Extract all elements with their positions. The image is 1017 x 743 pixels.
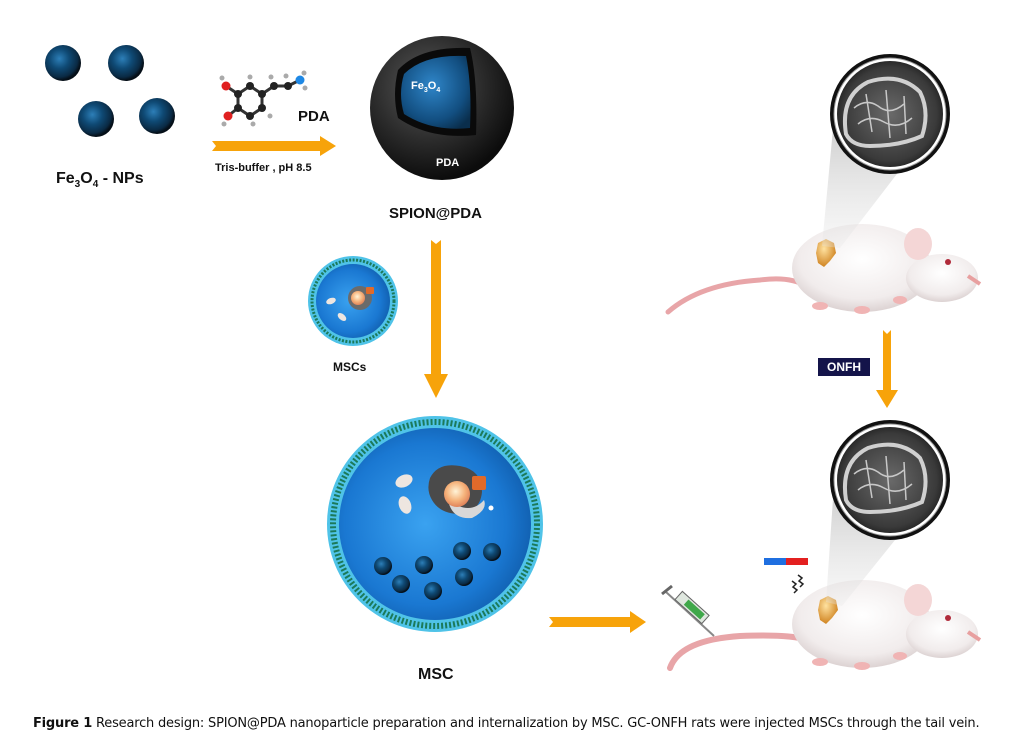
pda-molecule-icon	[219, 70, 308, 127]
spion-pda-particle	[370, 36, 514, 180]
onfh-arrow	[876, 330, 898, 408]
mitochondrion	[398, 496, 412, 514]
nanoparticle	[78, 101, 114, 137]
mitochondrion	[395, 474, 413, 488]
magnet-icon	[764, 558, 808, 565]
reaction-condition-label: Tris-buffer , pH 8.5	[215, 162, 312, 174]
rat-top	[665, 54, 982, 315]
injection-arrow	[549, 611, 646, 633]
nanoparticle	[45, 45, 81, 81]
fe3o4-nanoparticles	[45, 45, 175, 137]
msc-large-cell	[327, 416, 543, 632]
pda-label: PDA	[298, 108, 330, 125]
internalized-nanoparticles	[374, 542, 501, 600]
rat-bottom	[667, 420, 982, 671]
nanoparticle	[139, 98, 175, 134]
fe3o4-nps-label: Fe3O4 - NPs	[56, 170, 144, 191]
caption-text: Research design: SPION@PDA nanoparticle …	[96, 716, 980, 731]
onfh-badge: ONFH	[818, 358, 870, 376]
spion-pda-label: SPION@PDA	[389, 205, 482, 222]
reaction-arrow	[212, 136, 336, 156]
magnetic-field-icon	[791, 574, 805, 594]
msc-small-cell	[308, 256, 398, 346]
pda-shell-label: PDA	[436, 157, 460, 169]
figure-caption: Figure 1 Research design: SPION@PDA nano…	[33, 716, 980, 731]
nanoparticle	[108, 45, 144, 81]
caption-label: Figure 1	[33, 716, 93, 731]
fe3o4-core-label: Fe3O4	[411, 80, 441, 95]
syringe-icon	[661, 584, 715, 637]
msc-label: MSC	[418, 666, 454, 683]
internalization-arrow	[424, 240, 448, 398]
nucleus	[428, 465, 494, 519]
mscs-label: MSCs	[333, 360, 367, 374]
